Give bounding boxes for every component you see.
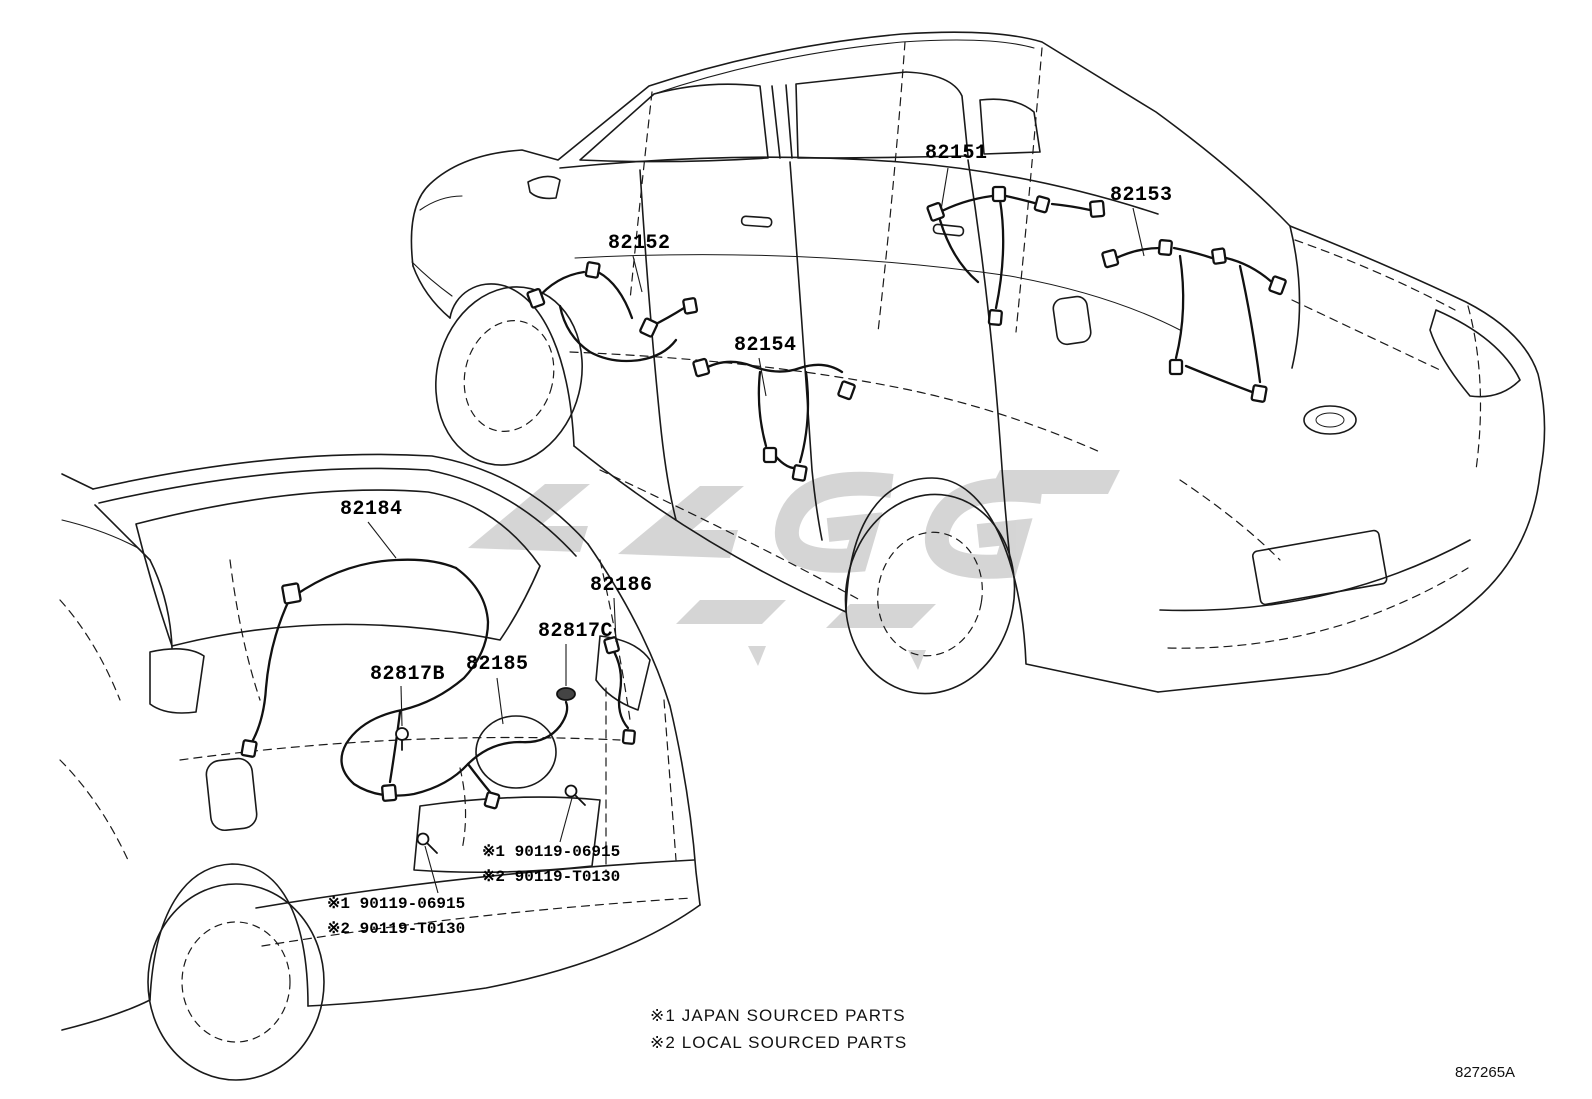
door-handle	[740, 215, 773, 228]
sedan-rear-wheel	[844, 493, 1016, 695]
callout-82184: 82184	[340, 498, 403, 521]
callout-82154: 82154	[734, 334, 797, 357]
taillight-left	[149, 648, 205, 714]
callout-82152: 82152	[608, 232, 671, 255]
harness-82184	[240, 558, 569, 810]
fastener-note-line: ※2 90119-T0130	[327, 920, 466, 938]
fastener-note-right: ※1 90119-06915 ※2 90119-T0130	[482, 840, 620, 890]
callout-82185: 82185	[466, 653, 529, 676]
callout-82186: 82186	[590, 574, 653, 597]
sedan-body	[410, 31, 1546, 693]
grommet-82817b	[395, 727, 409, 751]
fastener-note-left: ※1 90119-06915 ※2 90119-T0130	[327, 892, 465, 942]
sedan-hidden-lines	[569, 41, 1482, 649]
harness-82186	[603, 636, 636, 745]
callout-82817c: 82817C	[538, 620, 614, 643]
hatch-rear-wheel	[147, 883, 325, 1081]
sourcing-legend: ※1 JAPAN SOURCED PARTS ※2 LOCAL SOURCED …	[650, 1002, 907, 1056]
hatch-emblem	[475, 715, 557, 789]
harness-82151	[926, 185, 1106, 326]
bolt-90119-right	[564, 784, 586, 806]
callout-82151: 82151	[925, 142, 988, 165]
harness-82152	[526, 261, 699, 363]
hatch-hidden-lines	[59, 559, 693, 947]
harness-82153	[1101, 239, 1287, 403]
grommet-82817c	[556, 687, 576, 701]
door-handle	[932, 223, 965, 237]
callout-82817b: 82817B	[370, 663, 446, 686]
license-plate	[1251, 529, 1388, 606]
harness-82154	[692, 357, 856, 482]
sedan-drawing	[410, 31, 1546, 695]
fuel-door	[1052, 295, 1092, 346]
bolt-90119-left	[416, 832, 438, 854]
hatchback-drawing	[59, 453, 701, 1081]
watermark	[468, 470, 1120, 670]
legend-line-japan: ※1 JAPAN SOURCED PARTS	[650, 1006, 906, 1025]
fuel-door	[205, 757, 258, 832]
fastener-note-line: ※1 90119-06915	[482, 843, 621, 861]
taillight-right	[595, 635, 651, 711]
leader-lines	[367, 167, 1145, 894]
fastener-note-line: ※2 90119-T0130	[482, 868, 621, 886]
legend-line-local: ※2 LOCAL SOURCED PARTS	[650, 1033, 908, 1052]
sedan-front-wheel	[435, 286, 583, 466]
side-mirror	[527, 175, 561, 200]
fastener-note-line: ※1 90119-06915	[327, 895, 466, 913]
figure-code: 827265A	[1455, 1064, 1516, 1081]
toyota-emblem	[1303, 405, 1357, 435]
callout-82153: 82153	[1110, 184, 1173, 207]
